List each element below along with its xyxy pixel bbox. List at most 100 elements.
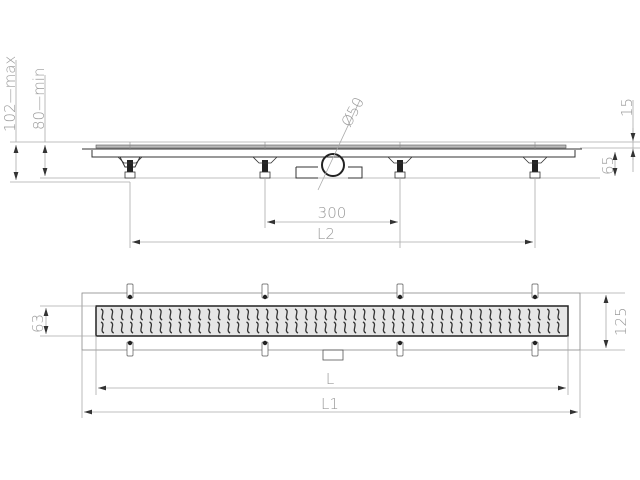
grate-slot — [381, 321, 386, 334]
mounting-brackets — [126, 283, 539, 357]
grate-slot — [498, 321, 503, 334]
grate-slot — [187, 321, 192, 334]
grate-slot — [527, 308, 532, 321]
grate-slot — [449, 321, 454, 334]
grate-slot — [265, 321, 270, 334]
grate-slot — [401, 308, 406, 321]
grate-slot — [449, 308, 454, 321]
grate-slot — [323, 321, 328, 334]
grate-slot — [333, 321, 338, 334]
grate-slot — [527, 321, 532, 334]
grate-slot — [275, 308, 279, 321]
grate-slot — [158, 308, 163, 321]
adjustable-feet — [117, 142, 548, 179]
foot-base — [394, 171, 406, 179]
dim-pipe-diameter: Ø50 — [338, 94, 368, 130]
grate-slot — [430, 321, 435, 334]
grate-slot — [207, 321, 212, 334]
grate-slot — [546, 308, 551, 321]
bracket-screw — [262, 340, 268, 346]
grate-slot — [362, 308, 367, 321]
grate-slot — [546, 321, 551, 334]
grate-slot — [294, 321, 299, 334]
bracket-screw — [127, 294, 133, 300]
grate-slot — [129, 321, 134, 334]
grate-slot — [217, 308, 221, 321]
grate-slot — [498, 308, 503, 321]
foot-base — [124, 171, 136, 179]
grate-slot — [352, 321, 357, 334]
dim-grate-width: 63 — [29, 314, 47, 333]
grate-slots — [100, 308, 561, 334]
grate-slot — [284, 308, 289, 321]
foot-mount — [522, 156, 548, 164]
grate-slot — [478, 321, 483, 334]
grate-slot — [556, 308, 561, 321]
dim-l1: L1 — [321, 395, 339, 413]
grate-slot — [401, 321, 406, 334]
grate — [95, 305, 569, 337]
grate-slot — [236, 308, 241, 321]
grate-slot — [178, 321, 182, 334]
grate-slot — [197, 308, 202, 321]
grate-slot — [372, 308, 376, 321]
grate-slot — [420, 308, 425, 321]
grate-slot — [537, 308, 541, 321]
grate-slot — [372, 321, 376, 334]
outlet-plan — [322, 349, 344, 361]
grate-slot — [158, 321, 163, 334]
grate-slot — [178, 308, 182, 321]
grate-slot — [488, 308, 493, 321]
mounting-bracket — [261, 283, 269, 300]
grate-slot — [120, 321, 124, 334]
foot-screw — [397, 160, 403, 172]
grate-slot — [255, 308, 260, 321]
grate-slot — [411, 308, 415, 321]
grate-slot — [352, 308, 357, 321]
bracket-screw — [397, 340, 403, 346]
foot-base — [259, 171, 271, 179]
grate-slot — [459, 321, 464, 334]
mounting-bracket — [261, 340, 269, 357]
grate-slot — [537, 321, 541, 334]
grate-slot — [420, 321, 425, 334]
foot-screw — [532, 160, 538, 172]
grate-slot — [149, 308, 153, 321]
grate-slot — [343, 308, 347, 321]
adjustable-foot — [117, 142, 143, 179]
mounting-bracket — [531, 283, 539, 300]
grate-slot — [391, 321, 396, 334]
grate-slot — [469, 308, 473, 321]
grate-slot — [469, 321, 473, 334]
grate-slot — [488, 321, 493, 334]
mounting-bracket — [396, 340, 404, 357]
foot-screw — [262, 160, 268, 172]
foot-screw — [127, 160, 133, 172]
grate-slot — [265, 308, 270, 321]
grate-slot — [149, 321, 153, 334]
dim-l2: L2 — [317, 225, 335, 243]
dim-l: L — [326, 370, 334, 388]
grate-slot — [168, 321, 173, 334]
dim-grate-thickness: 15 — [618, 98, 636, 117]
grate-slot — [275, 321, 279, 334]
grate-slot — [168, 308, 173, 321]
grate-slot — [197, 321, 202, 334]
grate-slot — [246, 321, 250, 334]
grate-slot — [362, 321, 367, 334]
grate-slot — [508, 321, 512, 334]
mounting-bracket — [126, 283, 134, 300]
grate-slot — [246, 308, 250, 321]
grate-slot — [304, 321, 309, 334]
bracket-screw — [532, 340, 538, 346]
grate-slot — [508, 308, 512, 321]
diameter-leader — [317, 99, 361, 191]
bracket-screw — [397, 294, 403, 300]
mounting-bracket — [396, 283, 404, 300]
grate-slot — [459, 308, 464, 321]
grate-slot — [207, 308, 212, 321]
dim-body-height: 65 — [599, 156, 617, 175]
grate-slot — [440, 321, 444, 334]
grate-slot — [314, 321, 318, 334]
